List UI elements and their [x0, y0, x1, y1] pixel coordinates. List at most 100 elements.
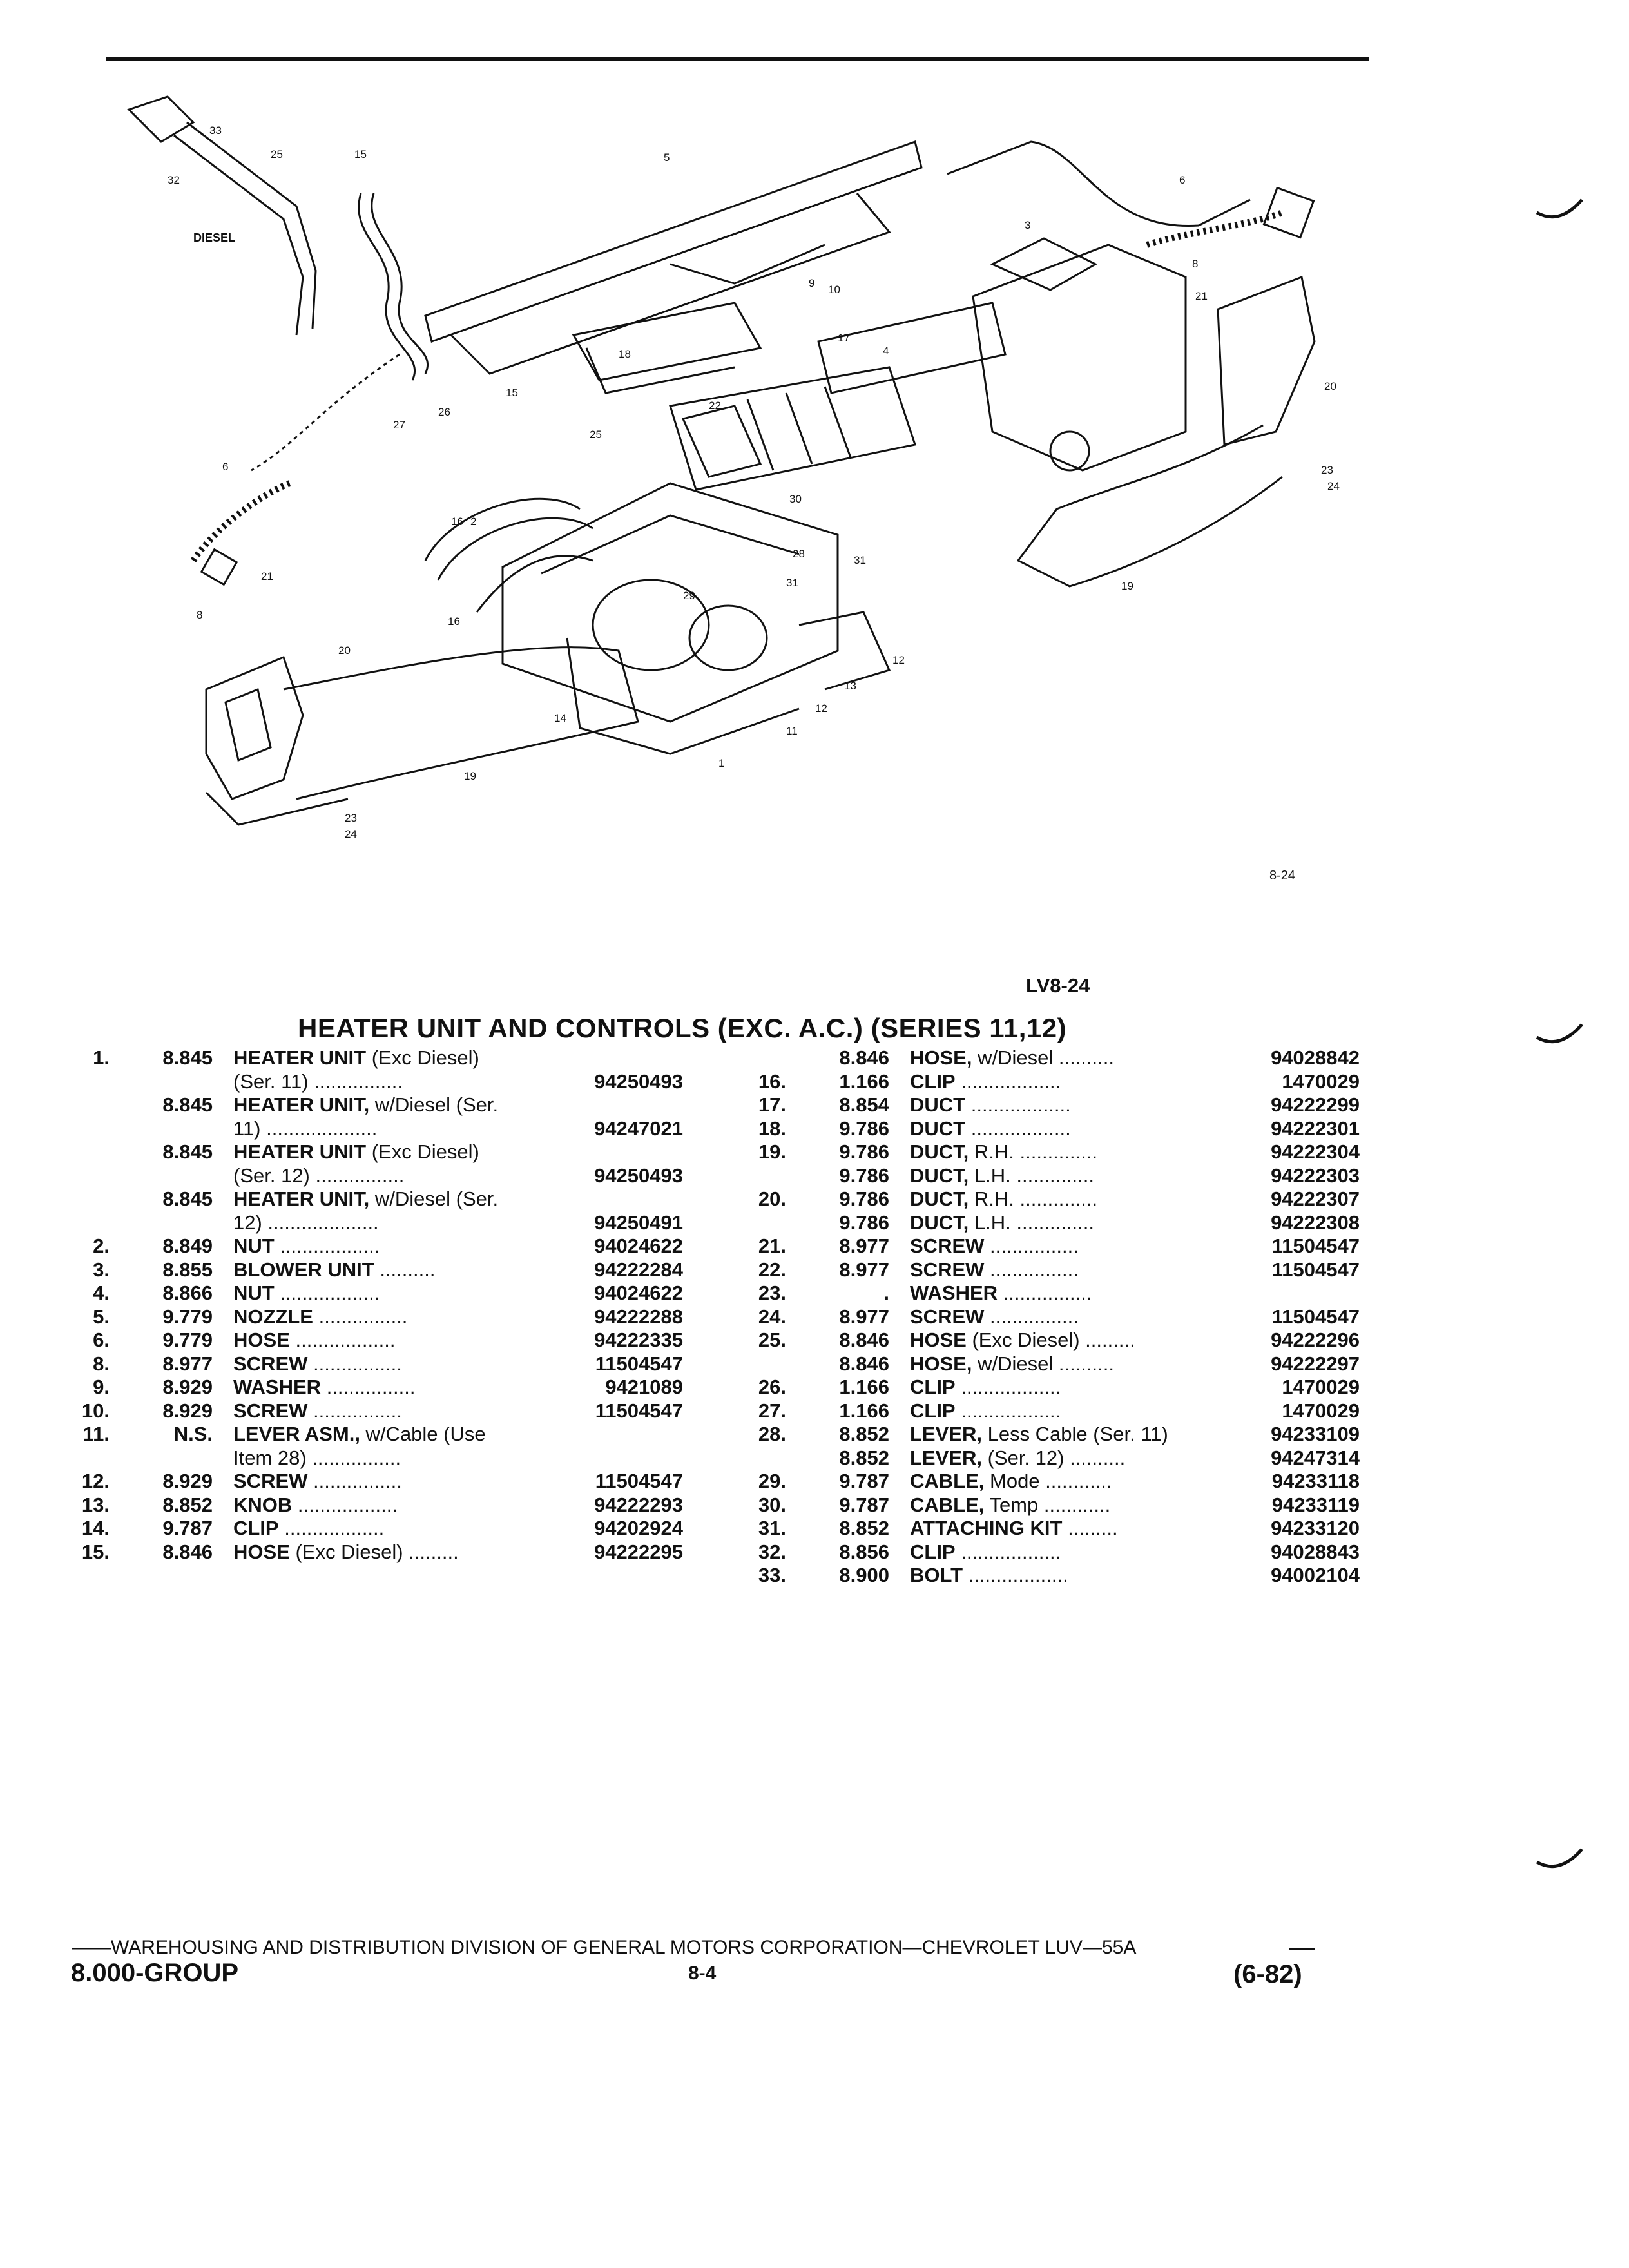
group-number: 8.846: [839, 1046, 889, 1069]
callout-33: 33: [209, 124, 222, 137]
item-name: DUCT: [910, 1093, 966, 1116]
item-description: CLIP ..................: [910, 1070, 1245, 1094]
part-number: 94222301: [1271, 1117, 1360, 1140]
item-qualifier: w/Diesel (Ser.: [369, 1093, 499, 1116]
footer-date: (6-82): [1233, 1960, 1302, 1988]
item-name: LEVER ASM.,: [233, 1423, 360, 1445]
parts-row: 8.845 HEATER UNIT (Exc Diesel): [64, 1140, 709, 1164]
item-name: DUCT,: [910, 1187, 969, 1210]
item-number: 15.: [81, 1540, 110, 1563]
group-number: 8.846: [162, 1540, 213, 1563]
item-name: SCREW: [910, 1235, 985, 1257]
item-name: CABLE,: [910, 1470, 985, 1492]
item-name: BLOWER UNIT: [233, 1258, 374, 1281]
part-number: 94002104: [1271, 1564, 1360, 1586]
parts-row: 12) ....................94250491: [64, 1211, 709, 1235]
callout-23b: 23: [345, 812, 357, 824]
top-rule: [106, 57, 1369, 61]
parts-row: (Ser. 11) ................94250493: [64, 1070, 709, 1094]
part-number: 94028842: [1271, 1046, 1360, 1069]
item-number: 4.: [93, 1282, 110, 1304]
item-description: LEVER ASM., w/Cable (Use: [233, 1423, 568, 1446]
item-number: 6.: [93, 1329, 110, 1351]
callout-21: 21: [1195, 290, 1208, 302]
group-number: 8.852: [839, 1517, 889, 1539]
item-number: 23.: [758, 1282, 786, 1304]
item-qualifier: (Ser. 12) ..........: [981, 1446, 1126, 1469]
item-name: NUT: [233, 1282, 275, 1304]
item-name: HOSE: [910, 1329, 967, 1351]
group-number: 8.977: [839, 1305, 889, 1328]
group-number: 8.845: [162, 1140, 213, 1163]
callout-17: 17: [838, 332, 850, 344]
item-name: WASHER: [910, 1282, 998, 1304]
item-name: HOSE: [233, 1540, 290, 1563]
group-number: 8.846: [839, 1352, 889, 1375]
item-qualifier: (Ser. 12) ................: [233, 1164, 405, 1187]
part-number: 11504547: [1271, 1235, 1360, 1257]
item-number: 8.: [93, 1352, 110, 1375]
item-description: ATTACHING KIT .........: [910, 1517, 1245, 1541]
item-number: 5.: [93, 1305, 110, 1328]
callout-15: 15: [354, 148, 367, 160]
group-number: 9.779: [162, 1305, 213, 1328]
item-description: SCREW ................: [910, 1235, 1245, 1258]
item-description: 11) ....................: [233, 1117, 568, 1141]
part-number: 94222297: [1271, 1352, 1360, 1375]
group-number: 8.977: [839, 1258, 889, 1281]
group-number: 8.845: [162, 1093, 213, 1116]
item-qualifier: (Exc Diesel) .........: [289, 1540, 459, 1563]
group-number: 9.786: [839, 1117, 889, 1140]
item-name: CABLE,: [910, 1493, 985, 1516]
group-number: 8.852: [839, 1423, 889, 1445]
item-name: CLIP: [910, 1376, 956, 1398]
footer-publisher-line: ——WAREHOUSING AND DISTRIBUTION DIVISION …: [72, 1937, 1137, 1958]
group-number: 9.779: [162, 1329, 213, 1351]
callout-12: 12: [892, 654, 905, 666]
group-number: 8.929: [162, 1470, 213, 1492]
part-number: 1470029: [1282, 1070, 1360, 1093]
part-number: 11504547: [595, 1399, 683, 1422]
item-name: SCREW: [910, 1258, 985, 1281]
callout-1: 1: [718, 757, 724, 769]
part-number: 94233120: [1271, 1517, 1360, 1539]
item-description: DUCT, R.H. ..............: [910, 1140, 1245, 1164]
margin-hook-mark: [1536, 198, 1583, 219]
part-number: 1470029: [1282, 1376, 1360, 1398]
item-qualifier: ................: [984, 1305, 1079, 1328]
callout-20: 20: [1324, 380, 1336, 392]
part-number: 94222288: [594, 1305, 683, 1328]
callout-23: 23: [1321, 464, 1333, 476]
item-description: HEATER UNIT (Exc Diesel): [233, 1140, 568, 1164]
item-number: 1.: [93, 1046, 110, 1069]
item-number: 12.: [81, 1470, 110, 1492]
group-number: 8.852: [162, 1493, 213, 1516]
item-description: HEATER UNIT (Exc Diesel): [233, 1046, 568, 1070]
callout-6b: 6: [222, 461, 228, 473]
item-number: 14.: [81, 1517, 110, 1539]
callout-8b: 8: [197, 609, 202, 621]
item-number: 13.: [81, 1493, 110, 1516]
item-qualifier: R.H. ..............: [969, 1140, 1098, 1163]
item-qualifier: (Exc Diesel): [366, 1046, 479, 1069]
item-qualifier: ..................: [965, 1093, 1071, 1116]
group-number: 8.852: [839, 1446, 889, 1469]
item-qualifier: ................: [313, 1305, 408, 1328]
item-number: 28.: [758, 1423, 786, 1445]
callout-29: 29: [683, 590, 695, 602]
part-number: 94222299: [1271, 1093, 1360, 1116]
group-number: 8.846: [839, 1329, 889, 1351]
part-number: 9421089: [605, 1376, 683, 1398]
